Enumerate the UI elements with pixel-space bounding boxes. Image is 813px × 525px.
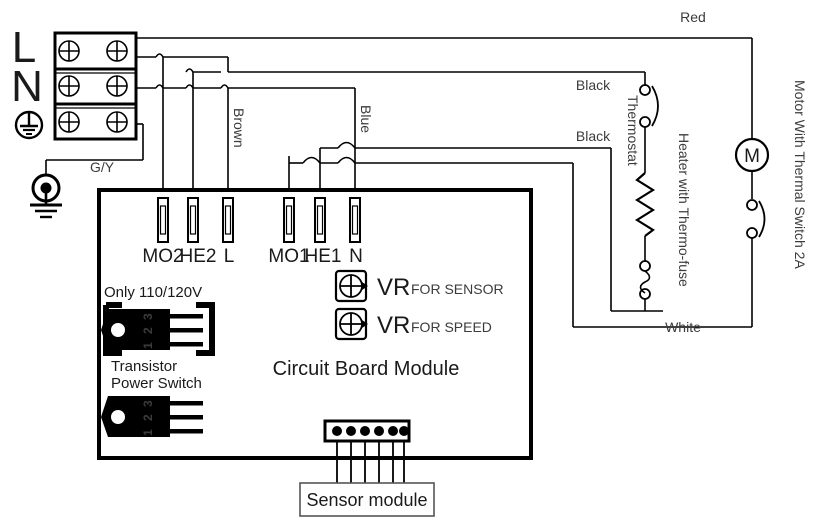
transistor-110v-note: Only 110/120V [104, 284, 202, 301]
wire-white [573, 238, 753, 328]
vr-sensor-suffix: FOR SENSOR [411, 281, 504, 297]
wire-black-lower [289, 141, 612, 327]
vr-sensor-potentiometer[interactable] [334, 269, 368, 303]
sensor-cable [336, 441, 405, 483]
terminal-label-MO2: MO2 [142, 246, 183, 267]
motor-icon: M [734, 137, 770, 199]
motor-label: Motor With Thermal Switch 2A [792, 80, 808, 269]
transistor-pin-2: 2 [141, 327, 155, 334]
supply-label-N: N [11, 62, 43, 111]
thermostat-label: Thermostat [625, 95, 641, 166]
sensor-module-label: Sensor module [306, 490, 427, 510]
wire-ground [45, 123, 144, 175]
vr-sensor-prefix: VR [377, 274, 410, 301]
board-title-label: Circuit Board Module [273, 358, 460, 380]
heater-resistor-icon [634, 172, 656, 261]
terminal-label-HE1: HE1 [305, 246, 342, 267]
wire-label-brown: Brown [231, 108, 247, 148]
wire-terminal-drops [162, 57, 356, 200]
transistor-pin-3: 3 [141, 313, 155, 320]
board-terminal-pin[interactable] [349, 197, 361, 243]
wire-label-red: Red [680, 9, 706, 25]
wire-neutral-spine [136, 84, 356, 140]
terminal-screw[interactable] [106, 111, 128, 133]
transistor-top-icon: 3 2 1 [101, 309, 203, 350]
vr-speed-prefix: VR [377, 312, 410, 339]
transistor2-pin-1: 1 [141, 429, 155, 436]
terminal-screw[interactable] [58, 75, 80, 97]
terminal-label-N: N [349, 246, 363, 267]
motor-thermal-switch-icon [746, 199, 766, 239]
board-terminal-pin[interactable] [222, 197, 234, 243]
transistor2-pin-3: 3 [141, 400, 155, 407]
motor-symbol: M [744, 146, 760, 167]
board-terminal-pin[interactable] [314, 197, 326, 243]
heater-label: Heater with Thermo-fuse [676, 133, 692, 287]
wire-label-black-lower: Black [576, 128, 611, 144]
terminal-screw[interactable] [106, 75, 128, 97]
transistor-bottom-icon: 3 2 1 [101, 396, 203, 437]
board-terminal-pin[interactable] [283, 197, 295, 243]
transistor-caption-line1: Transistor [111, 358, 177, 375]
terminal-label-L: L [224, 246, 235, 267]
ground-electrode-icon [30, 173, 62, 219]
terminal-screw[interactable] [58, 40, 80, 62]
transistor-pin-1: 1 [141, 342, 155, 349]
board-terminal-pin[interactable] [157, 197, 169, 243]
sensor-module-box[interactable] [299, 482, 435, 517]
wire-black-upper [136, 53, 646, 86]
wire-label-blue: Blue [358, 105, 374, 133]
vr-speed-potentiometer[interactable] [334, 307, 368, 341]
earth-symbol-icon [14, 110, 44, 140]
transistor-caption-line2: Power Switch [111, 375, 202, 392]
terminal-label-MO1: MO1 [268, 246, 309, 267]
ground-wire-label: G/Y [90, 159, 115, 175]
terminal-screw[interactable] [106, 40, 128, 62]
thermo-fuse-icon [639, 260, 651, 311]
terminal-label-HE2: HE2 [180, 246, 217, 267]
wire-label-white: White [665, 319, 701, 335]
wire-line-branch [185, 68, 221, 73]
vr-speed-suffix: FOR SPEED [411, 319, 492, 335]
sensor-connector[interactable] [323, 419, 411, 443]
supply-label-L: L [12, 23, 36, 72]
transistor2-pin-2: 2 [141, 414, 155, 421]
board-terminal-pin[interactable] [187, 197, 199, 243]
supply-terminal-block[interactable] [53, 31, 138, 141]
terminal-screw[interactable] [58, 111, 80, 133]
thermostat-switch-icon [639, 84, 659, 173]
wire-label-black-upper: Black [576, 77, 611, 93]
